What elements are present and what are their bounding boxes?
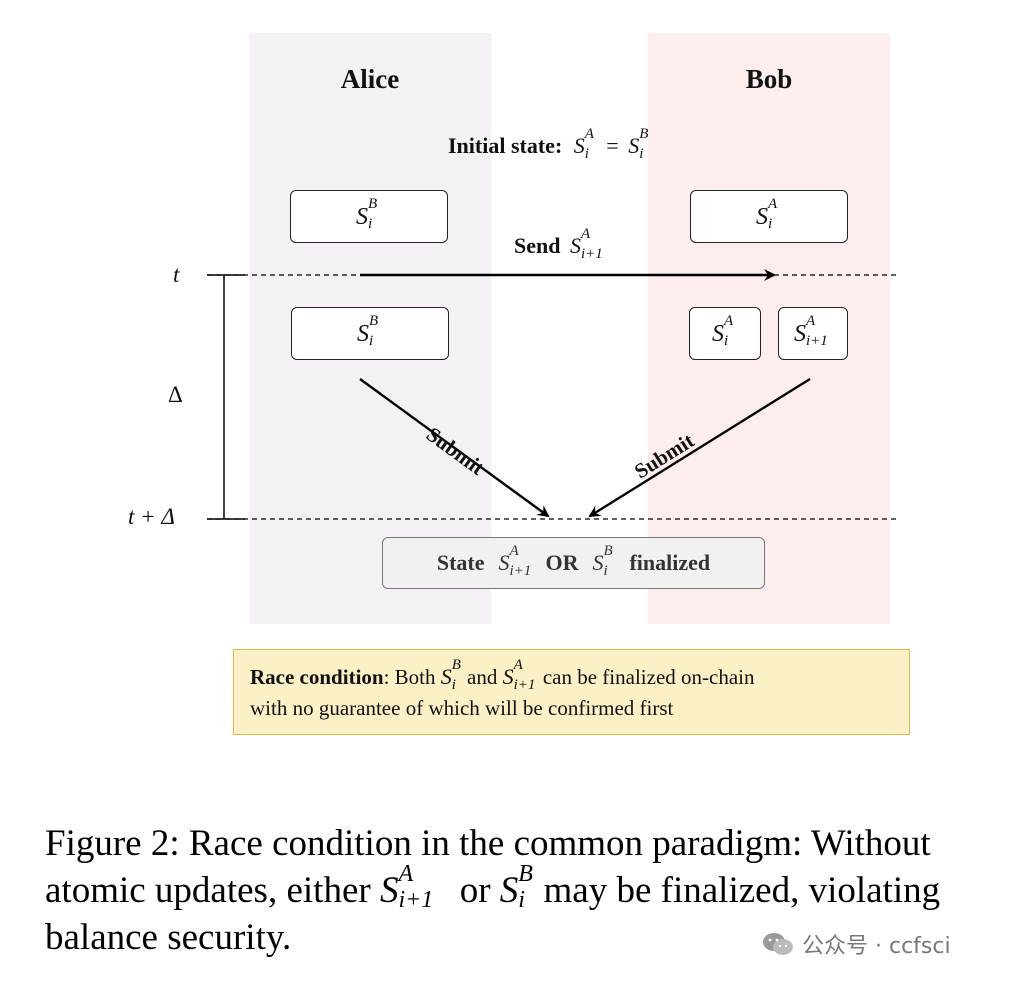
submit-arrow-alice [359, 378, 550, 518]
note-line2: with no guarantee of which will be confi… [250, 696, 674, 720]
bob-lane [648, 33, 890, 624]
figure-caption: Figure 2: Race condition in the common p… [45, 823, 941, 958]
delta-label: Δ [168, 382, 183, 407]
time-t-plus-delta-label: t + Δ [128, 504, 175, 529]
wechat-icon [763, 933, 793, 955]
time-t-label: t [173, 262, 180, 287]
watermark: 公众号 · ccfsci [762, 928, 951, 960]
bob-title: Bob [745, 64, 793, 94]
submit-arrow-bob [588, 377, 811, 518]
alice-title: Alice [340, 64, 400, 94]
